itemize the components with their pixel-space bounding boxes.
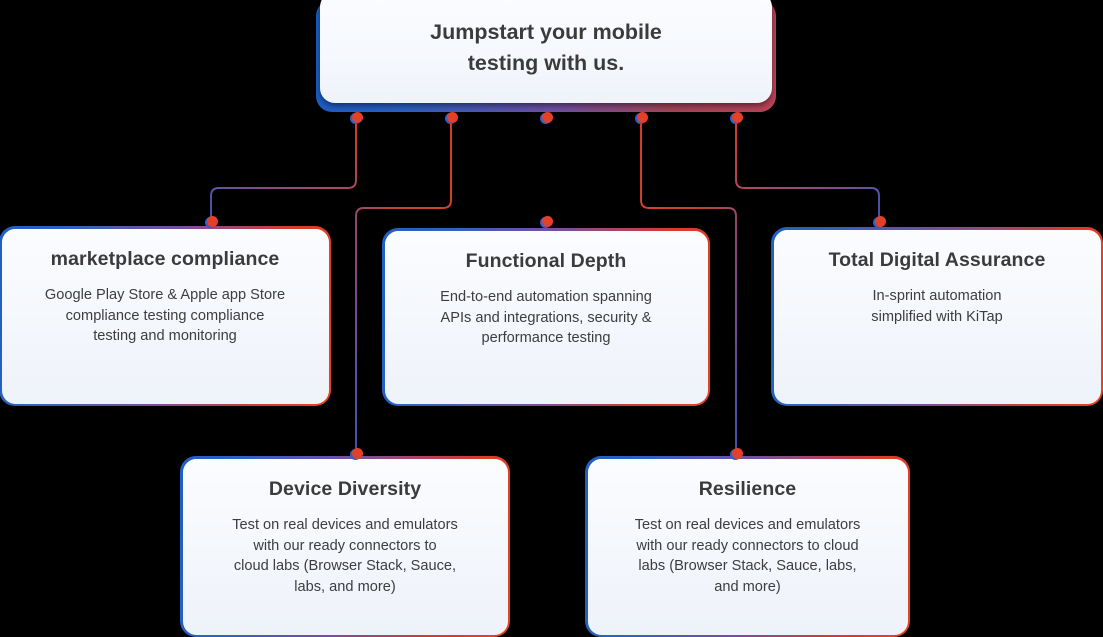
dot-blue [540, 217, 551, 228]
node-device-diversity[interactable]: Device Diversity Test on real devices an… [180, 456, 510, 637]
node-description: End-to-end automation spanning APIs and … [440, 288, 652, 347]
node-total-digital-assurance[interactable]: Total Digital Assurance In-sprint automa… [771, 227, 1103, 406]
node-description: Test on real devices and emulators with … [232, 516, 458, 596]
dot-red [447, 112, 458, 123]
node-resilience[interactable]: Resilience Test on real devices and emul… [585, 456, 910, 637]
node-card-body: Functional Depth End-to-end automation s… [384, 230, 708, 404]
dot-red [542, 216, 553, 227]
node-title: Resilience [698, 477, 797, 500]
connector-root-to-assurance [735, 117, 880, 223]
dot-red [732, 112, 743, 123]
dot-blue [635, 113, 646, 124]
connector-dot-5 [730, 112, 743, 125]
node-card-body: Resilience Test on real devices and emul… [587, 458, 908, 635]
dot-blue [540, 113, 551, 124]
node-card-body: Total Digital Assurance In-sprint automa… [773, 229, 1101, 404]
root-title: Jumpstart your mobile testing with us. [430, 20, 662, 75]
node-title: Total Digital Assurance [828, 248, 1046, 271]
node-description: In-sprint automation simplified with KiT… [871, 287, 1003, 325]
dot-red [542, 112, 553, 123]
dot-red [637, 112, 648, 123]
dot-blue [445, 113, 456, 124]
dot-red [875, 216, 886, 227]
connector-dot-4 [635, 112, 648, 125]
node-card-body: Device Diversity Test on real devices an… [182, 458, 508, 635]
dot-blue [350, 113, 361, 124]
dot-red [352, 112, 363, 123]
node-description: Google Play Store & Apple app Store comp… [44, 286, 286, 345]
connector-dot-3 [540, 112, 553, 125]
node-marketplace-compliance[interactable]: marketplace compliance Google Play Store… [0, 226, 331, 406]
node-functional-depth[interactable]: Functional Depth End-to-end automation s… [382, 228, 710, 406]
connector-root-to-marketplace [210, 117, 357, 223]
node-title: marketplace compliance [50, 247, 280, 270]
node-description: Test on real devices and emulators with … [634, 516, 861, 596]
root-node[interactable]: Jumpstart your mobile testing with us. [316, 0, 776, 112]
node-card-body: marketplace compliance Google Play Store… [1, 228, 329, 404]
node-title: Functional Depth [465, 249, 627, 272]
connector-dot-2 [445, 112, 458, 125]
node-title: Device Diversity [268, 477, 422, 500]
connector-dot-1 [350, 112, 363, 125]
root-card-body: Jumpstart your mobile testing with us. [320, 0, 772, 103]
dot-blue [730, 113, 741, 124]
